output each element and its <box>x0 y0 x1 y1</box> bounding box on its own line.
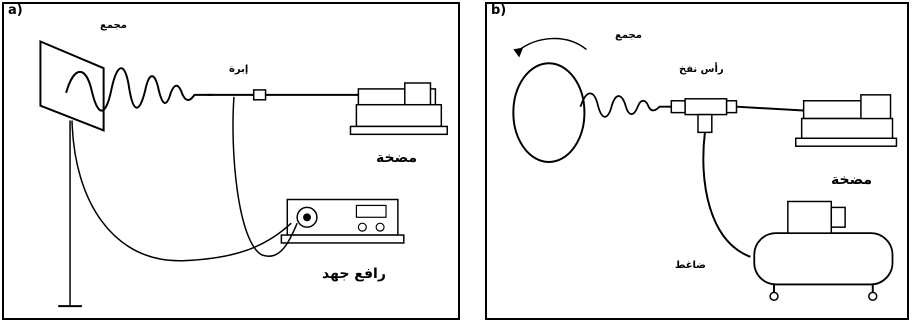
needle-label: إبرة <box>229 64 249 75</box>
rotation-arrowhead <box>513 47 524 58</box>
high-voltage-supply <box>280 198 405 244</box>
panel-a-electrospinning: a) مجمع إبرة مضخة رافع جهد <box>2 2 460 320</box>
hv-cable-needle <box>232 96 298 258</box>
syringe-pump <box>349 82 448 136</box>
panel-b-blow-spinning: b) مجمع رأس نفخ مضخة ضاغط <box>485 2 909 320</box>
fiber-spiral <box>579 92 674 118</box>
panel-a-letter: a) <box>8 3 23 18</box>
spray-head <box>670 98 738 134</box>
collector-plate <box>39 40 105 132</box>
drum-collector <box>512 62 586 163</box>
air-compressor <box>753 200 894 301</box>
solution-tube <box>736 105 806 112</box>
panel-b-letter: b) <box>491 3 507 18</box>
air-hose <box>702 132 751 258</box>
collector-label-a: مجمع <box>100 20 127 31</box>
hv-supply-label: رافع جهد <box>322 266 386 282</box>
spray-head-label: رأس نفخ <box>679 64 724 75</box>
needle-hub <box>252 89 267 101</box>
pump-label-b: مضخة <box>831 172 873 188</box>
panel-b-drawing <box>512 37 898 301</box>
pump-label-a: مضخة <box>376 150 418 166</box>
collector-label-b: مجمع <box>615 30 642 41</box>
compressor-label: ضاغط <box>675 260 706 271</box>
panel-a-drawing <box>39 40 448 308</box>
syringe-pump-b <box>795 94 898 147</box>
hv-cable-collector <box>71 120 292 262</box>
rotation-arrow <box>516 37 587 52</box>
jet-spiral <box>65 67 213 112</box>
